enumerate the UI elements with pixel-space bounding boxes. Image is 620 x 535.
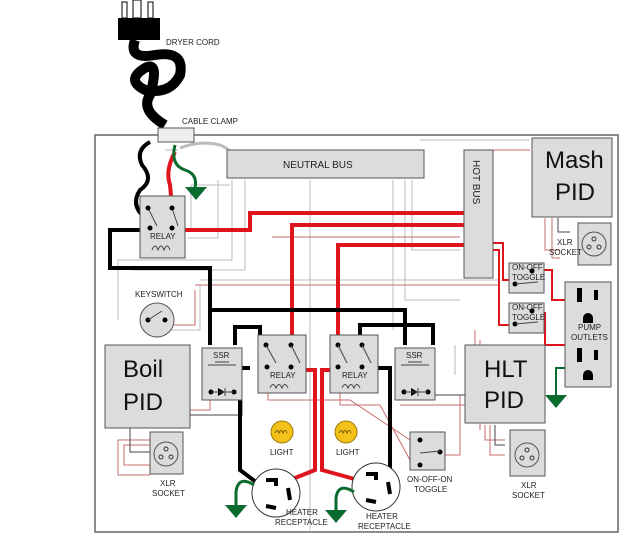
dryer-cord-label: DRYER CORD xyxy=(166,38,220,47)
light-boil: LIGHT xyxy=(270,420,294,457)
cable-clamp-label: CABLE CLAMP xyxy=(182,117,238,126)
mash-pid: Mash PID xyxy=(531,137,613,218)
relay-boil-label: RELAY xyxy=(270,371,296,380)
neutral-wires xyxy=(108,140,435,487)
neutral-bus-label: NEUTRAL BUS xyxy=(283,160,353,171)
ground-wire-hlt xyxy=(325,486,355,523)
pump-toggle-2-label1: ON-OFF xyxy=(512,303,543,312)
neutral-bus xyxy=(226,149,425,179)
relay-boil: RELAY xyxy=(257,334,307,394)
keyswitch-label: KEYSWITCH xyxy=(135,290,183,299)
ssr-boil-label: SSR xyxy=(213,351,230,360)
pump-toggle-2-label2: TOGGLE xyxy=(512,313,545,322)
mash-pid-line2: PID xyxy=(555,179,595,206)
boil-pid-line2: PID xyxy=(123,389,163,416)
pump-toggle-1[interactable]: ON-OFF TOGGLE xyxy=(508,262,545,294)
pump-toggle-2[interactable]: ON-OFF TOGGLE xyxy=(508,302,545,334)
light-hlt-label: LIGHT xyxy=(336,448,360,457)
light-boil-label: LIGHT xyxy=(270,448,294,457)
hot-wires xyxy=(166,151,565,482)
pump-toggle-1-label1: ON-OFF xyxy=(512,263,543,272)
heater-boil-label2: RECEPTACLE xyxy=(275,518,328,527)
xlr-hlt-label1: XLR xyxy=(521,481,537,490)
xlr-mash-label2: SOCKET xyxy=(549,248,582,257)
main-relay-label: RELAY xyxy=(150,232,176,241)
pump-outlets[interactable]: PUMP OUTLETS xyxy=(564,281,612,388)
keyswitch[interactable]: KEYSWITCH xyxy=(135,290,183,338)
on-off-on-toggle[interactable]: ON-OFF-ON TOGGLE xyxy=(407,431,453,494)
relay-hlt-label: RELAY xyxy=(342,371,368,380)
xlr-boil-label2: SOCKET xyxy=(152,489,185,498)
toggle-3way-label1: ON-OFF-ON xyxy=(407,475,453,484)
hlt-pid: HLT PID xyxy=(464,344,546,424)
pump-outlets-label1: PUMP xyxy=(578,323,601,332)
toggle-3way-label2: TOGGLE xyxy=(414,485,447,494)
main-relay: RELAY xyxy=(139,195,186,259)
pump-toggle-1-label2: TOGGLE xyxy=(512,273,545,282)
enclosure-outline xyxy=(94,134,619,533)
relay-hlt: RELAY xyxy=(329,334,379,394)
ssr-hlt-label: SSR xyxy=(406,351,423,360)
ground-wire-pump xyxy=(545,367,567,408)
ground-wire-main xyxy=(172,144,207,200)
xlr-socket-hlt[interactable]: XLR SOCKET xyxy=(509,429,546,500)
heater-receptacle-boil[interactable]: HEATER RECEPTACLE xyxy=(251,468,328,527)
xlr-socket-mash[interactable]: XLR SOCKET xyxy=(549,222,612,266)
hot-bus xyxy=(463,149,494,279)
hlt-pid-line2: PID xyxy=(484,387,524,414)
dryer-cord: DRYER CORD xyxy=(118,0,220,130)
xlr-boil-label1: XLR xyxy=(160,479,176,488)
boil-pid: Boil PID xyxy=(104,344,191,429)
xlr-mash-label1: XLR xyxy=(557,238,573,247)
hot-bus-label: HOT BUS xyxy=(470,160,481,205)
heater-boil-label1: HEATER xyxy=(286,508,318,517)
hlt-pid-line1: HLT xyxy=(484,356,528,383)
heater-hlt-label1: HEATER xyxy=(366,512,398,521)
xlr-socket-boil[interactable]: XLR SOCKET xyxy=(149,431,185,498)
boil-pid-line1: Boil xyxy=(123,356,163,383)
mash-pid-line1: Mash xyxy=(545,147,604,174)
ssr-hlt: SSR xyxy=(394,347,436,401)
ground-wire-boil xyxy=(225,479,255,518)
light-hlt: LIGHT xyxy=(334,420,360,457)
heater-hlt-label2: RECEPTACLE xyxy=(358,522,411,531)
pump-outlets-label2: OUTLETS xyxy=(571,333,608,342)
xlr-hlt-label2: SOCKET xyxy=(512,491,545,500)
cable-clamp xyxy=(157,127,195,143)
ssr-boil: SSR xyxy=(201,347,243,401)
heater-receptacle-hlt[interactable]: HEATER RECEPTACLE xyxy=(351,462,411,531)
